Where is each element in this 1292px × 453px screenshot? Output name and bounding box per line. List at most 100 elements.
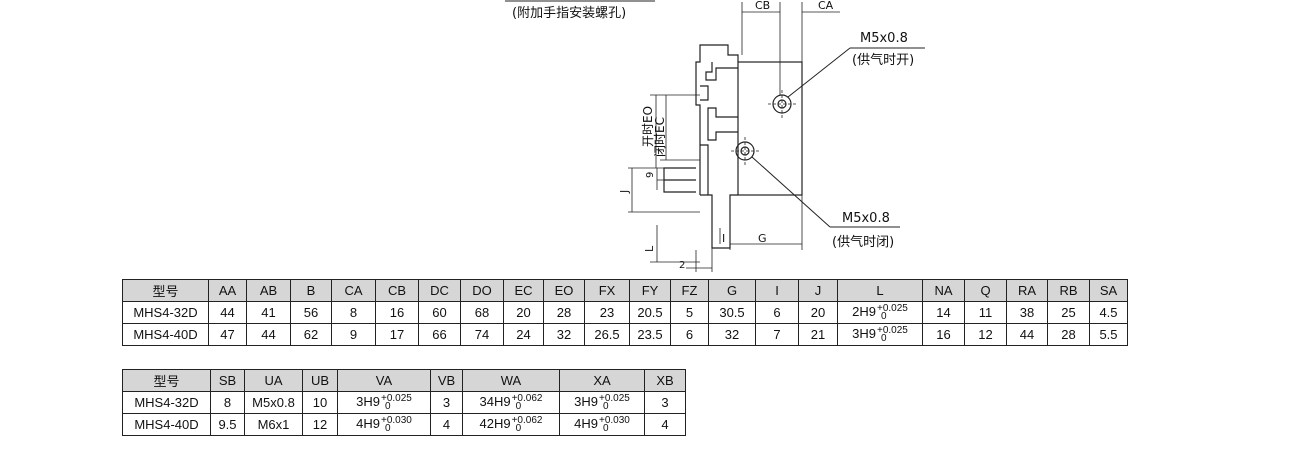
table-cell: 38 [1006,301,1048,324]
table-cell: 25 [1047,301,1090,324]
column-header: J [798,279,838,302]
column-header: XA [559,369,645,392]
column-header: VA [337,369,431,392]
table-cell: MHS4-32D [122,301,209,324]
table-cell: 44 [208,301,247,324]
column-header: EC [503,279,544,302]
column-header: 型号 [122,369,211,392]
center-lines [731,90,796,165]
dim-two: 2 [679,260,685,271]
left-dimensions [628,167,700,263]
table-cell: 17 [375,323,419,346]
column-header: RA [1006,279,1048,302]
column-header: WA [462,369,560,392]
table-cell: 9.5 [210,413,245,436]
column-header: SA [1089,279,1128,302]
table-cell: 14 [922,301,965,324]
port-close-note: (供气时闭) [832,234,894,250]
table-cell: 23.5 [629,323,671,346]
table-cell: M6x1 [244,413,303,436]
table-cell: 16 [922,323,965,346]
port-close-thread: M5x0.8 [842,211,890,226]
column-header: FZ [670,279,709,302]
table-cell: 21 [798,323,838,346]
column-header: CA [331,279,376,302]
table-cell: 4.5 [1089,301,1128,324]
table-cell: 56 [290,301,332,324]
column-header: RB [1047,279,1090,302]
table-cell: MHS4-40D [122,413,211,436]
column-header: UB [302,369,338,392]
top-caption: (附加手指安装螺孔) [512,6,626,21]
table-cell: 6 [755,301,799,324]
table-cell: 26.5 [584,323,630,346]
table-cell: 20 [798,301,838,324]
table-cell: 6 [670,323,709,346]
table-cell: M5x0.8 [244,391,303,414]
column-header: 型号 [122,279,209,302]
table-cell: 5.5 [1089,323,1128,346]
gripper-body [663,44,803,249]
cb-ca-dimension [741,2,840,95]
dim-close-ec: 闭时EC [653,117,667,157]
table-cell: 3 [644,391,686,414]
table-cell: MHS4-32D [122,391,211,414]
table-cell: 44 [246,323,291,346]
dim-i: I [722,232,725,245]
port-holes [735,94,792,161]
side-view-drawing: (附加手指安装螺孔) M5x0.8 (供气时开) M5x0.8 [505,0,925,272]
table-cell: 10 [302,391,338,414]
table-cell: 28 [1047,323,1090,346]
table-cell: 68 [460,301,504,324]
dim-cb: CB [755,0,770,12]
column-header: G [708,279,756,302]
table-cell: 8 [210,391,245,414]
table-cell: 32 [708,323,756,346]
column-header: FY [629,279,671,302]
table-cell: 66 [418,323,461,346]
table-cell: 62 [290,323,332,346]
table-cell: 24 [503,323,544,346]
table-cell: 20.5 [629,301,671,324]
table-cell: 12 [302,413,338,436]
callout-leaders [751,47,925,228]
table-cell: 60 [418,301,461,324]
table-cell: 4 [644,413,686,436]
column-header: EO [543,279,585,302]
table-cell: 23 [584,301,630,324]
table-cell: 41 [246,301,291,324]
dim-open-eo: 开时EO [641,106,655,147]
column-header: B [290,279,332,302]
column-header: DO [460,279,504,302]
table-cell: 32 [543,323,585,346]
port-open-thread: M5x0.8 [860,31,908,46]
table-cell: 16 [375,301,419,324]
column-header: VB [430,369,463,392]
table-cell: 11 [964,301,1007,324]
table-cell: MHS4-40D [122,323,209,346]
table-cell: 3 [430,391,463,414]
port-open-note: (供气时开) [852,52,914,68]
table-cell: 7 [755,323,799,346]
dim-g: G [758,232,767,245]
column-header: FX [584,279,630,302]
table-cell: 12 [964,323,1007,346]
dim-j: J [618,190,631,194]
table-cell: 20 [503,301,544,324]
table-cell: 5 [670,301,709,324]
bottom-dimensions [686,195,803,272]
column-header: AB [246,279,291,302]
column-header: SB [210,369,245,392]
column-header: XB [644,369,686,392]
column-header: CB [375,279,419,302]
